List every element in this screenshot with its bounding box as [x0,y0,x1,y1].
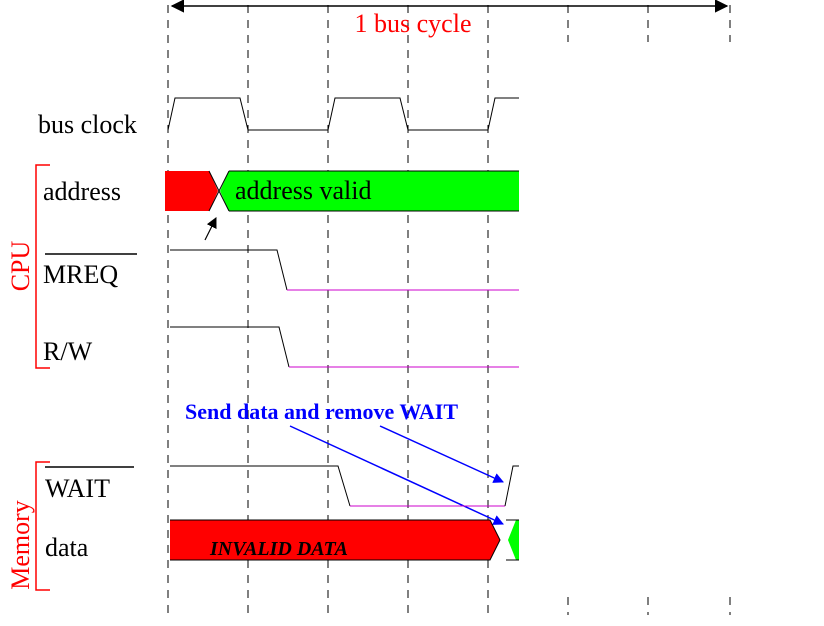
send-data-annotation: Send data and remove WAIT [185,399,458,424]
annotation-arrow-wait [379,425,504,483]
invalid-data-label: INVALID DATA [209,538,348,560]
signal-label-rw: R/W [43,337,93,366]
address-transition-outline [208,170,230,212]
group-label-memory: Memory [6,500,35,590]
rw-waveform-high [170,326,290,368]
address-valid-pointer-arrow [204,217,217,241]
address-invalid-segment [165,171,218,211]
data-transition-outline [170,519,519,561]
signal-label-mreq: MREQ [43,260,118,289]
group-label-cpu: CPU [6,240,35,291]
address-valid-segment [220,171,519,211]
annotation-arrow-data [289,425,504,525]
bus-clock-waveform [167,97,519,131]
data-valid-segment [508,520,519,560]
cpu-bracket [35,164,50,369]
signal-label-data: data [45,533,89,562]
wait-waveform-high [170,465,351,507]
address-valid-label: address valid [235,176,371,205]
bus-cycle-title: 1 bus cycle [355,9,472,38]
mreq-waveform-high [170,249,288,291]
signal-label-bus-clock: bus clock [38,110,137,139]
signal-label-address: address [43,177,121,206]
time-gridlines [167,5,731,615]
signal-label-wait: WAIT [45,474,110,503]
memory-bracket [35,461,50,591]
address-bus-outline [229,170,519,212]
data-invalid-segment [170,520,500,560]
wait-waveform-release [504,465,519,507]
